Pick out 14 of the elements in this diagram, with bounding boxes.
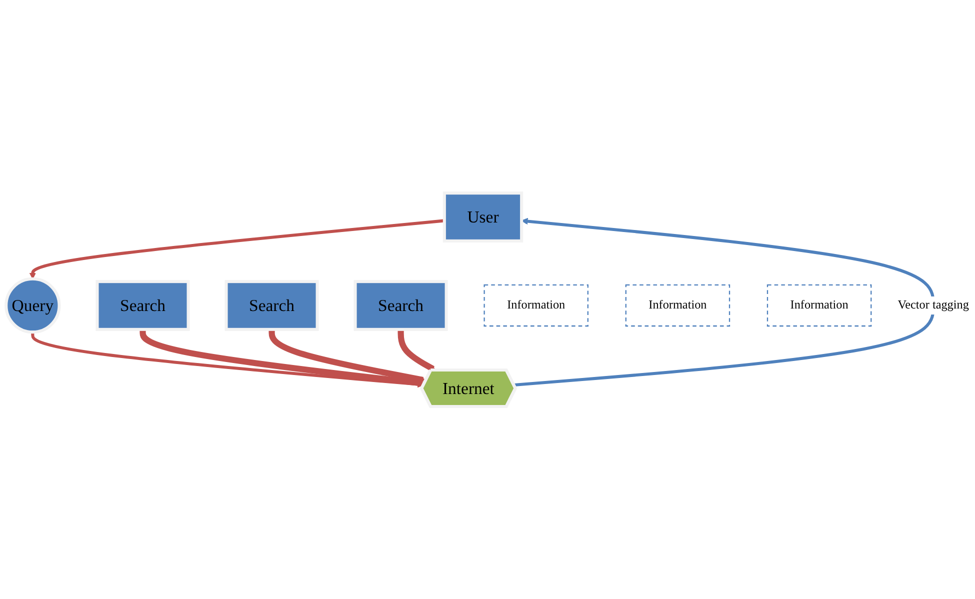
arrow [29, 218, 445, 279]
node-box: Search [96, 280, 190, 331]
node-box: Information [484, 284, 588, 326]
arrow [268, 329, 426, 383]
arrow [514, 218, 935, 386]
arrow [140, 329, 425, 386]
arrow [398, 329, 436, 372]
node-box: Search [224, 280, 319, 331]
edge-label: Vector tagging [898, 298, 969, 312]
node-box: Search [354, 280, 448, 331]
node-box: Information [766, 284, 872, 326]
node-box: User [442, 191, 524, 242]
node-circle: Query [4, 277, 61, 334]
node-box: Information [625, 284, 730, 326]
